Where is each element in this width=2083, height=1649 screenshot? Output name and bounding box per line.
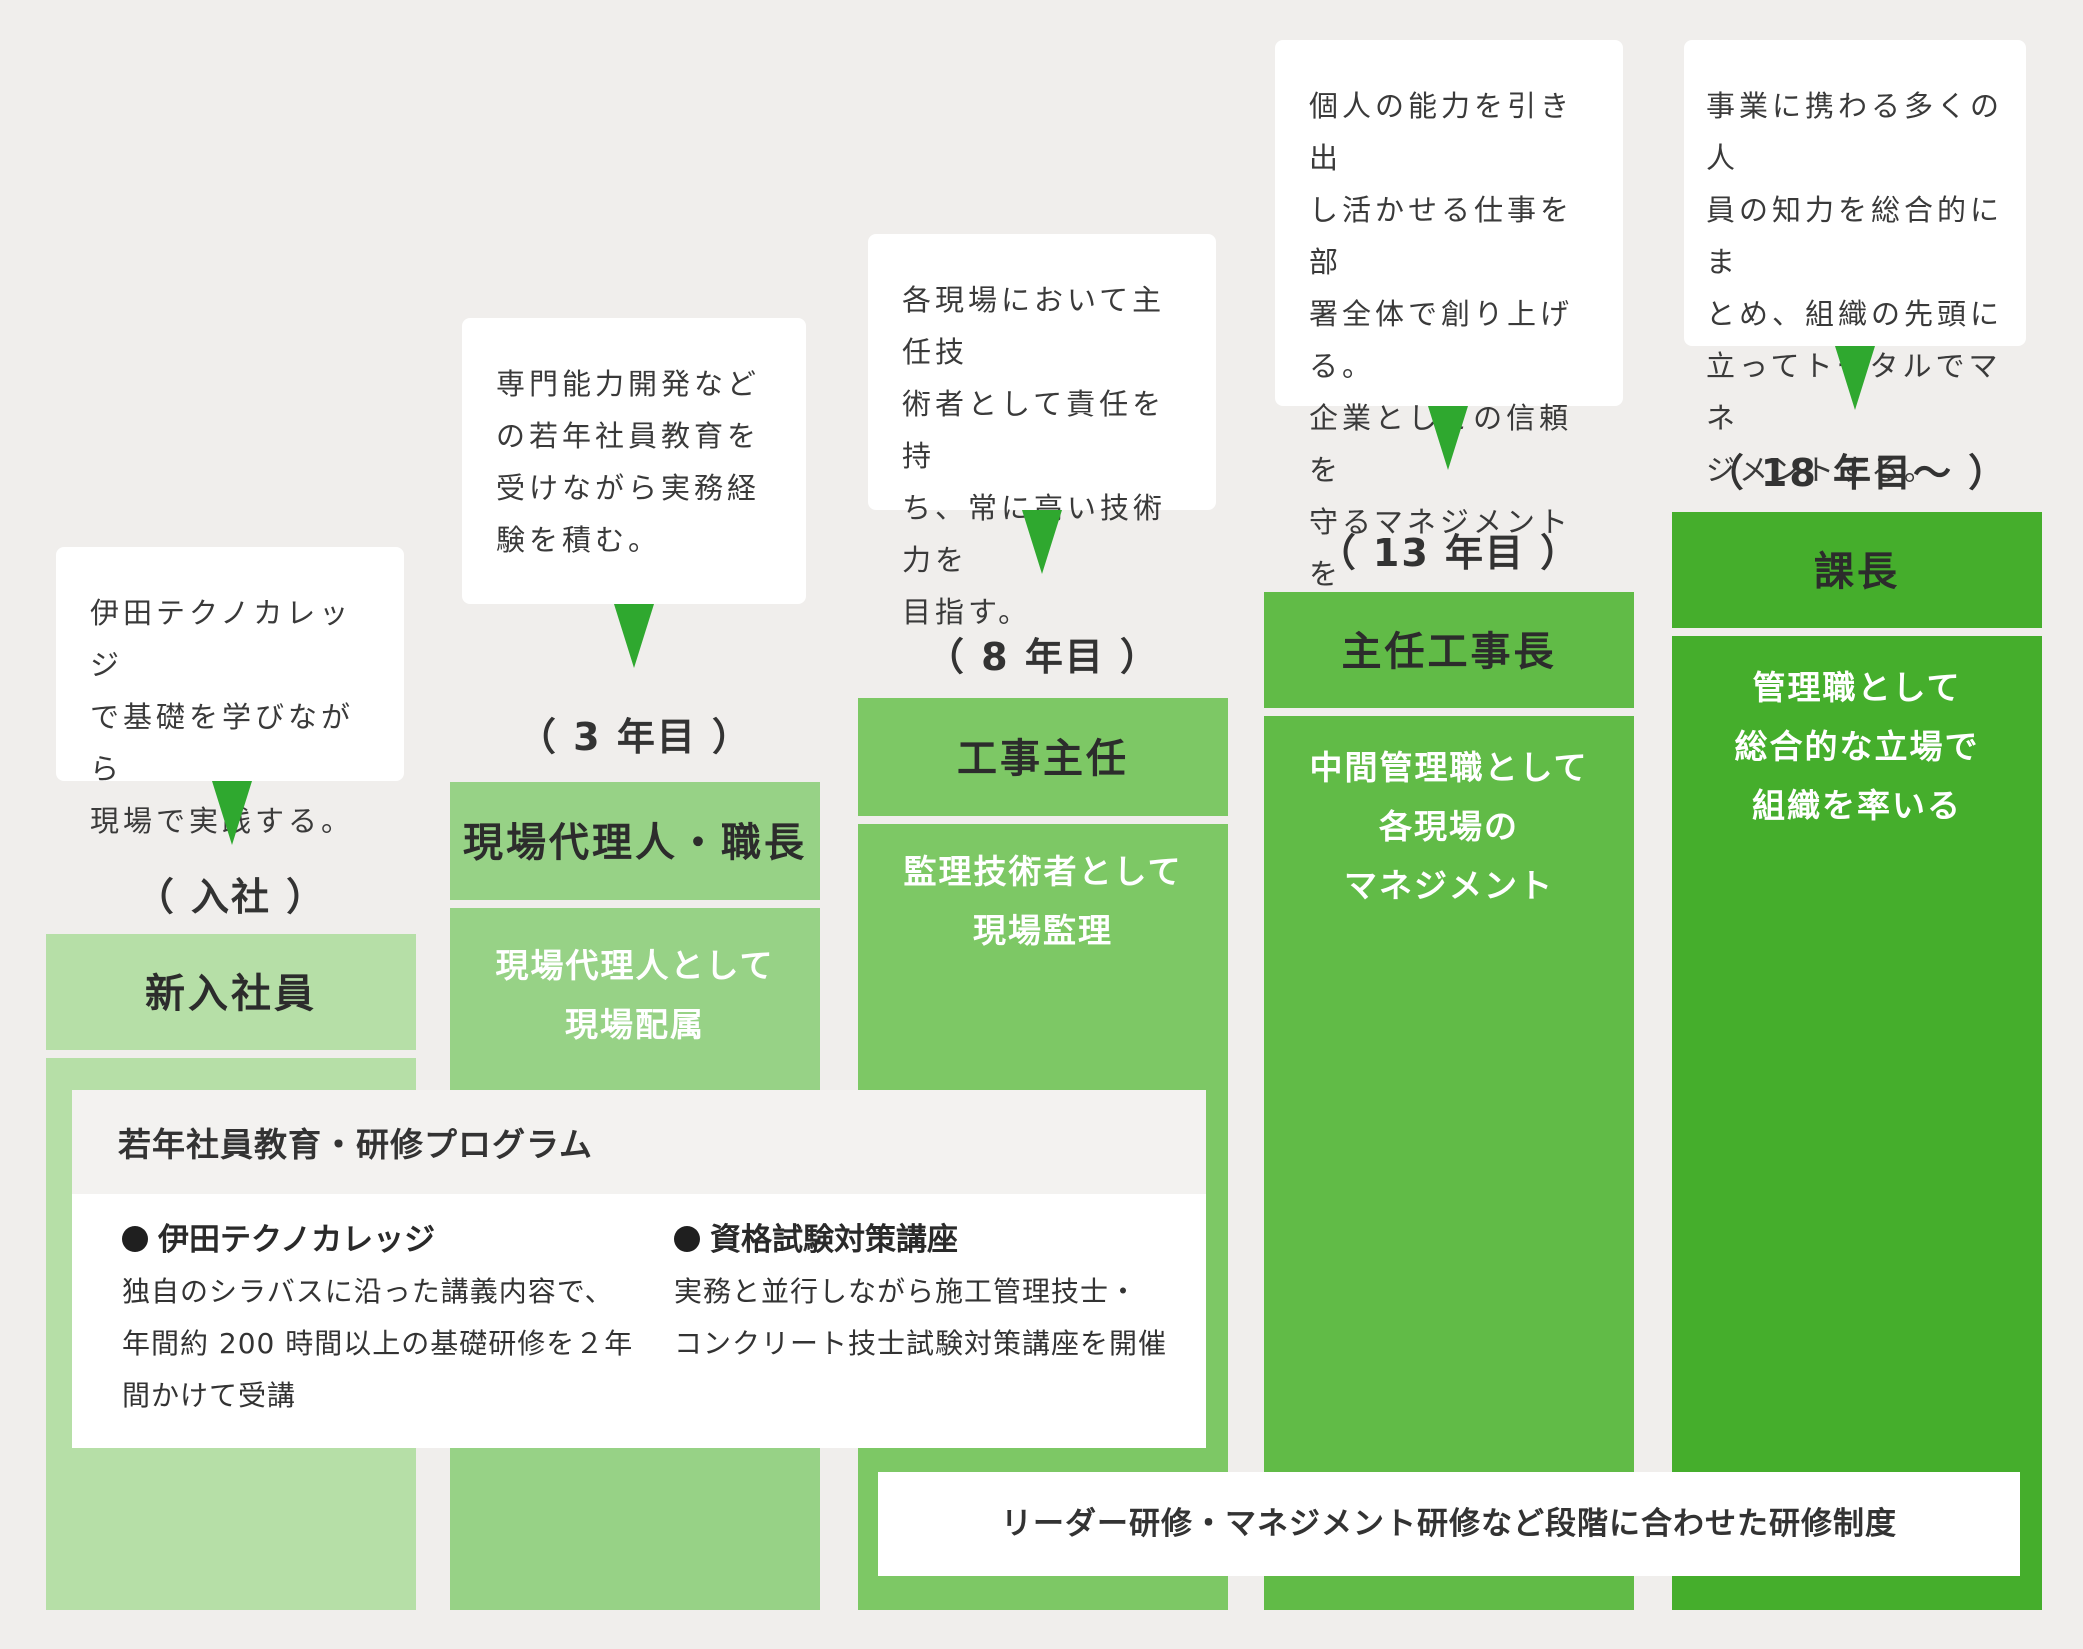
techno-college-title: 伊田テクノカレッジ — [158, 1222, 436, 1258]
stage-4-description: 個人の能力を引き出 し活かせる仕事を部 署全体で創り上げる。 企業としての信頼を… — [1275, 40, 1623, 643]
bullet-icon — [674, 1226, 700, 1252]
stage-2-pointer — [614, 604, 654, 668]
stage-2-year: （ 3 年目 ） — [517, 715, 753, 759]
stage-5-column: 管理職として 総合的な立場で 組織を率いる — [1672, 636, 2042, 1610]
leader-training-banner: リーダー研修・マネジメント研修など段階に合わせた研修制度 — [878, 1472, 2020, 1576]
stage-5-year: （ 18 年目〜 ） — [1705, 451, 2009, 495]
stage-2-description: 専門能力開発など の若年社員教育を 受けながら実務経 験を積む。 — [462, 318, 806, 604]
techno-college-section: 伊田テクノカレッジ 独自のシラバスに沿った講義内容で、 年間約 200 時間以上… — [122, 1214, 642, 1422]
bullet-icon — [122, 1226, 148, 1252]
certification-course-text: 実務と並行しながら施工管理技士・ コンクリート技士試験対策講座を開催 — [674, 1275, 1168, 1360]
stage-3-year: （ 8 年目 ） — [925, 635, 1161, 679]
stage-1-description: 伊田テクノカレッジ で基礎を学びながら 現場で実践する。 — [56, 547, 404, 838]
stage-4-title: 主任工事長 — [1264, 592, 1634, 708]
stage-5-pointer — [1835, 346, 1875, 410]
stage-2-title: 現場代理人・職長 — [450, 782, 820, 900]
training-program-panel: 若年社員教育・研修プログラム 伊田テクノカレッジ 独自のシラバスに沿った講義内容… — [72, 1090, 1206, 1448]
stage-4-pointer — [1428, 406, 1468, 470]
stage-4-column: 中間管理職として 各現場の マネジメント — [1264, 716, 1634, 1610]
training-program-heading: 若年社員教育・研修プログラム — [72, 1090, 1206, 1194]
stage-3-pointer — [1022, 510, 1062, 574]
stage-4-year: （ 13 年目 ） — [1317, 531, 1581, 575]
certification-course-section: 資格試験対策講座 実務と並行しながら施工管理技士・ コンクリート技士試験対策講座… — [674, 1214, 1194, 1370]
stage-5-description: 事業に携わる多くの人 員の知力を総合的にま とめ、組織の先頭に 立ってトータルで… — [1684, 40, 2026, 487]
stage-1-year: （ 入社 ） — [135, 875, 327, 919]
stage-1-pointer — [212, 781, 252, 845]
techno-college-text: 独自のシラバスに沿った講義内容で、 年間約 200 時間以上の基礎研修を２年 間… — [122, 1275, 634, 1412]
stage-3-title: 工事主任 — [858, 698, 1228, 816]
stage-1-title: 新入社員 — [46, 934, 416, 1050]
stage-3-description: 各現場において主任技 術者として責任を持 ち、常に高い技術力を 目指す。 — [868, 234, 1216, 629]
certification-course-title: 資格試験対策講座 — [710, 1222, 958, 1258]
stage-5-title: 課長 — [1672, 512, 2042, 628]
